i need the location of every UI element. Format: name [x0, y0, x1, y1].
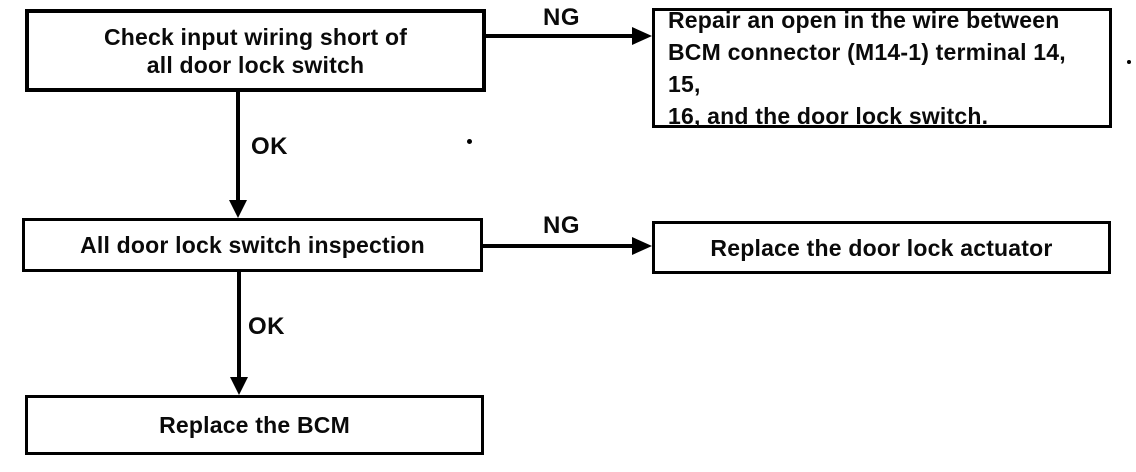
arrowhead-right-icon [632, 237, 652, 255]
box-text-line: Repair an open in the wire between [668, 7, 1060, 33]
box-door-lock-switch-inspection: All door lock switch inspection [22, 218, 483, 272]
edge-label-ok-mid: OK [248, 313, 285, 340]
box-text-line: all door lock switch [146, 51, 365, 78]
arrow-line-ok-mid [237, 272, 241, 379]
arrow-line-ng-mid [483, 244, 634, 248]
box-text-line: Replace the door lock actuator [710, 234, 1053, 261]
box-text-line: Replace the BCM [159, 412, 350, 438]
box-text-line: BCM connector (M14-1) terminal 14, 15, [668, 39, 1066, 97]
scan-artifact-dot [1127, 60, 1131, 64]
arrow-line-ng-top [486, 34, 634, 38]
arrowhead-down-icon [229, 200, 247, 218]
box-replace-door-lock-actuator: Replace the door lock actuator [652, 221, 1111, 274]
box-repair-open-wire: Repair an open in the wire between BCM c… [652, 7, 1112, 129]
box-text-line: All door lock switch inspection [80, 232, 425, 258]
box-text-line: 16, and the door lock switch. [668, 103, 989, 129]
scan-artifact-dot [467, 139, 472, 144]
edge-label-ng-mid: NG [543, 212, 580, 239]
box-check-input-wiring: Check input wiring short of all door loc… [25, 9, 486, 92]
box-replace-bcm: Replace the BCM [25, 395, 484, 455]
edge-label-ng-top: NG [543, 4, 580, 31]
arrowhead-down-icon [230, 377, 248, 395]
arrowhead-right-icon [632, 27, 652, 45]
box-text-line: Check input wiring short of [103, 23, 408, 50]
arrow-line-ok-top [236, 92, 240, 202]
edge-label-ok-top: OK [251, 133, 288, 160]
